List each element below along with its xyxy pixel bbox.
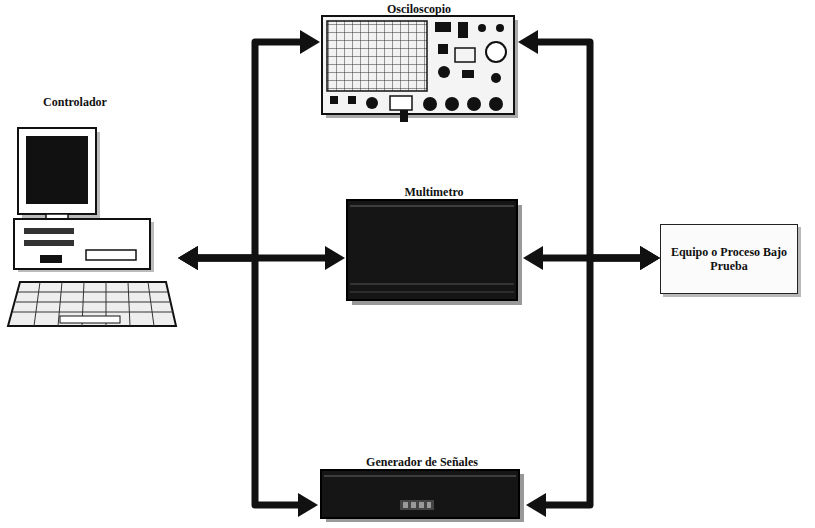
bus-arrow: [194, 258, 302, 505]
controller-computer: Controlador: [0, 94, 178, 334]
bus-arrow: [194, 42, 304, 258]
instrument-label: Osciloscopio: [320, 1, 518, 16]
bus-arrow: [542, 258, 644, 505]
bus-arrow: [534, 42, 644, 258]
signal-generator-illustration: [321, 470, 524, 522]
computer-illustration: [8, 128, 176, 326]
oscilloscope-illustration: [322, 16, 518, 122]
oscilloscope: Osciloscopio: [320, 1, 518, 119]
instrument-label: Generador de Señales: [318, 454, 526, 469]
instrument-label: Multimetro: [345, 184, 523, 199]
signal-generator: Generador de Señales: [318, 454, 526, 524]
box-label: Equipo o Proceso Bajo Prueba: [669, 245, 789, 273]
multimeter-illustration: [347, 200, 522, 305]
instrument-label: Controlador: [0, 94, 178, 109]
device-under-test-box: Equipo o Proceso Bajo Prueba: [660, 224, 798, 294]
multimeter: Multimetro: [345, 184, 523, 308]
